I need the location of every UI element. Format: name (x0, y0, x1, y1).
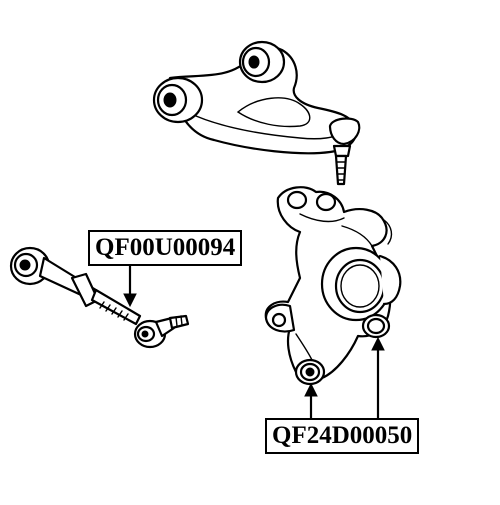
part-number-label-tie-rod: QF00U00094 (88, 230, 243, 266)
steering-knuckle (264, 186, 402, 386)
tie-rod-assembly (9, 246, 190, 349)
leader-lines (123, 264, 385, 418)
upper-control-arm (152, 40, 361, 186)
part-number-label-knuckle-bushing: QF24D00050 (265, 418, 420, 454)
